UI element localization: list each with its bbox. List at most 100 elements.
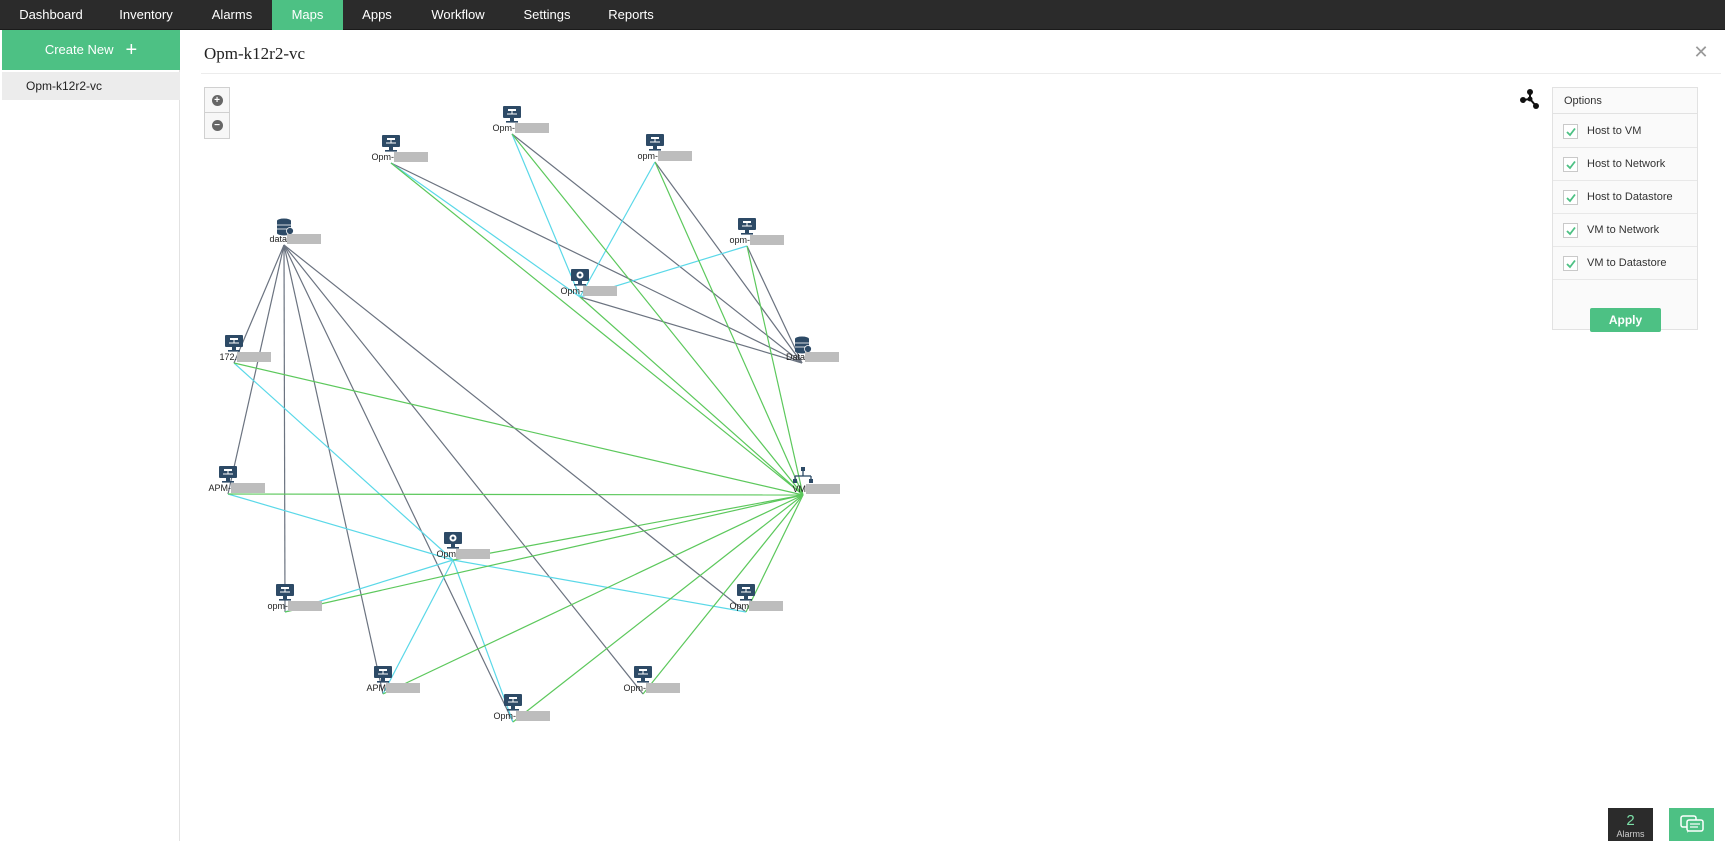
- redacted-label-mask: [516, 711, 550, 721]
- top-navigation: Dashboard Inventory Alarms Maps Apps Wor…: [0, 0, 1725, 30]
- map-node-host[interactable]: APM: [366, 666, 420, 693]
- node-label: Opm-: [494, 711, 517, 721]
- map-node-host[interactable]: opm-: [267, 584, 322, 611]
- node-label: Opm-: [624, 683, 647, 693]
- map-node-host[interactable]: Opm-: [372, 135, 429, 162]
- redacted-label-mask: [288, 601, 322, 611]
- network-icon: [793, 467, 813, 483]
- map-node-host[interactable]: Opm-: [493, 106, 550, 133]
- option-vm-to-network[interactable]: VM to Network: [1553, 214, 1697, 247]
- map-node-host[interactable]: Opm: [729, 584, 783, 611]
- link-n1-n8: [390, 162, 803, 364]
- node-label: APM: [366, 683, 386, 693]
- tab-dashboard[interactable]: Dashboard: [19, 7, 83, 22]
- close-icon[interactable]: ✕: [1693, 42, 1709, 62]
- map-node-host[interactable]: opm-: [729, 218, 784, 245]
- node-label: VM: [793, 484, 807, 494]
- redacted-label-mask: [515, 123, 549, 133]
- option-vm-to-datastore[interactable]: VM to Datastore: [1553, 247, 1697, 280]
- link-n3-n8: [654, 161, 803, 364]
- checkbox-host-to-vm[interactable]: [1563, 124, 1578, 139]
- link-n14-n10: [382, 494, 804, 695]
- host-icon: [503, 106, 521, 123]
- tab-alarms[interactable]: Alarms: [211, 7, 253, 22]
- checkbox-vm-to-network[interactable]: [1563, 223, 1578, 238]
- redacted-label-mask: [386, 683, 420, 693]
- zoom-in-icon[interactable]: +: [205, 88, 229, 113]
- map-node-host[interactable]: 172.: [219, 335, 271, 362]
- topology-layout-icon[interactable]: [1519, 88, 1541, 110]
- redacted-label-mask: [231, 483, 265, 493]
- node-label: opm-: [267, 601, 288, 611]
- link-n3-n6: [579, 161, 656, 298]
- node-label: Opm-: [493, 123, 516, 133]
- apply-button[interactable]: Apply: [1590, 308, 1661, 332]
- tab-settings[interactable]: Settings: [523, 7, 571, 22]
- page-title: Opm-k12r2-vc: [204, 44, 306, 63]
- tab-maps[interactable]: Maps: [272, 0, 343, 30]
- checkbox-host-to-network[interactable]: [1563, 157, 1578, 172]
- link-n2-n10: [511, 133, 804, 496]
- map-node-datastore[interactable]: Data: [786, 336, 839, 363]
- node-label: Opm-: [372, 152, 395, 162]
- map-node-vm[interactable]: Opm: [436, 532, 490, 559]
- host-icon: [276, 584, 294, 601]
- option-host-to-network[interactable]: Host to Network: [1553, 148, 1697, 181]
- link-n2-n8: [511, 133, 803, 364]
- node-label: Opm-: [561, 286, 584, 296]
- sidebar-item-map[interactable]: Opm-k12r2-vc: [2, 72, 180, 100]
- map-node-vm[interactable]: Opm-: [561, 269, 618, 296]
- link-n11-n15: [452, 559, 514, 723]
- map-node-host[interactable]: Opm-: [624, 666, 681, 693]
- link-n2-n6: [511, 133, 581, 298]
- tab-inventory[interactable]: Inventory: [119, 7, 173, 22]
- node-label: opm-: [729, 235, 750, 245]
- option-label: Host to VM: [1587, 125, 1642, 137]
- redacted-label-mask: [456, 549, 490, 559]
- create-new-button[interactable]: Create New+: [2, 30, 180, 70]
- checkbox-host-to-datastore[interactable]: [1563, 190, 1578, 205]
- host-icon: [374, 666, 392, 683]
- link-n11-n13: [452, 559, 747, 613]
- create-new-label: Create New: [44, 42, 114, 57]
- node-label: Opm: [729, 601, 749, 611]
- link-n3-n10: [654, 161, 804, 496]
- link-n15-n10: [512, 494, 804, 723]
- link-n1-n6: [390, 162, 581, 298]
- alarms-badge[interactable]: 2 Alarms: [1608, 808, 1653, 841]
- host-icon: [219, 466, 237, 483]
- link-n9-n10: [227, 493, 804, 496]
- vm-icon: [444, 532, 462, 549]
- zoom-controls: + −: [204, 87, 230, 139]
- option-host-to-datastore[interactable]: Host to Datastore: [1553, 181, 1697, 214]
- tab-apps[interactable]: Apps: [362, 7, 392, 22]
- option-host-to-vm[interactable]: Host to VM: [1553, 115, 1697, 148]
- link-n4-n14: [283, 244, 384, 695]
- sidebar: Create New+ Opm-k12r2-vc: [0, 30, 180, 841]
- map-node-host[interactable]: Opm-: [494, 694, 551, 721]
- redacted-label-mask: [287, 234, 321, 244]
- map-node-datastore[interactable]: data: [269, 218, 321, 245]
- link-n4-n9: [227, 244, 285, 495]
- map-node-host[interactable]: opm-: [637, 134, 692, 161]
- datastore-icon: [795, 336, 812, 354]
- tab-workflow[interactable]: Workflow: [431, 7, 485, 22]
- link-n11-n10: [452, 494, 804, 561]
- link-n4-n12: [283, 244, 286, 613]
- map-node-host[interactable]: APM-: [209, 466, 266, 493]
- link-n5-n8: [746, 245, 803, 364]
- tab-reports[interactable]: Reports: [608, 7, 654, 22]
- redacted-label-mask: [394, 152, 428, 162]
- chat-icon[interactable]: [1669, 808, 1714, 841]
- node-label: Data: [786, 352, 805, 362]
- zoom-out-icon[interactable]: −: [205, 113, 229, 138]
- map-node-network[interactable]: VM: [793, 467, 841, 494]
- host-icon: [634, 666, 652, 683]
- host-icon: [646, 134, 664, 151]
- redacted-label-mask: [583, 286, 617, 296]
- link-n7-n10: [233, 362, 804, 496]
- checkbox-vm-to-datastore[interactable]: [1563, 256, 1578, 271]
- link-n1-n10: [390, 162, 804, 496]
